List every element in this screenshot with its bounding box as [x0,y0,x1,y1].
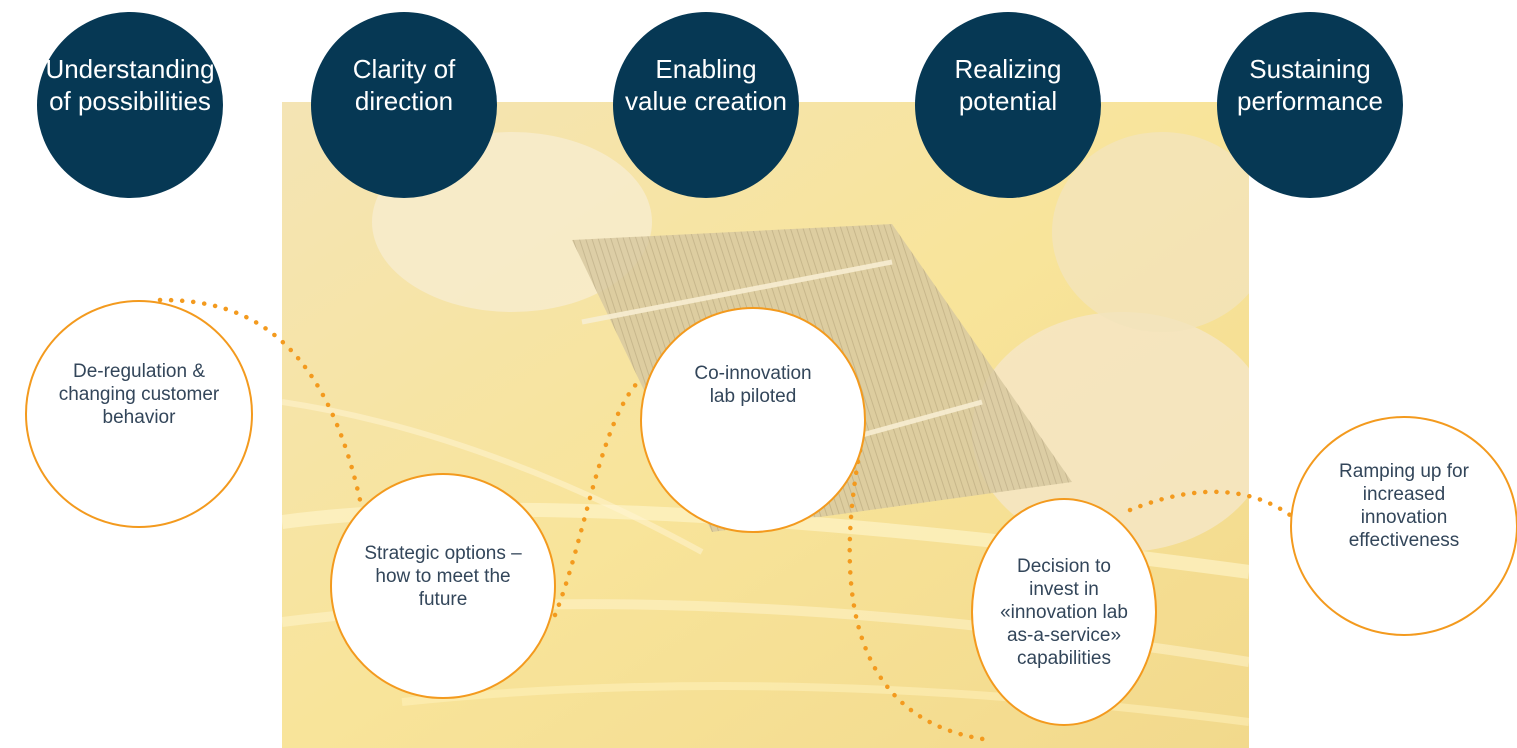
milestone-label: De-regulation & changing customer behavi… [58,360,220,428]
phase-label: Understanding of possibilities [45,54,215,116]
phase-circle-enabling: Enabling value creation [613,12,799,198]
milestone-co-innovation-lab: Co-innovation lab piloted [640,307,866,533]
phase-label: Enabling value creation [625,54,787,116]
phase-label: Realizing potential [954,54,1062,116]
milestone-deregulation: De-regulation & changing customer behavi… [25,300,253,528]
milestone-ramping-up: Ramping up for increased innovation effe… [1290,416,1517,636]
phase-circle-understanding: Understanding of possibilities [37,12,223,198]
milestone-label: Strategic options – how to meet the futu… [364,542,522,610]
phase-circle-clarity: Clarity of direction [311,12,497,198]
milestone-decision-to-invest: Decision to invest in «innovation lab as… [971,498,1157,726]
phase-circle-realizing: Realizing potential [915,12,1101,198]
milestone-label: Decision to invest in «innovation lab as… [1000,555,1128,669]
phase-circle-sustaining: Sustaining performance [1217,12,1403,198]
phase-label: Clarity of direction [352,54,456,116]
milestone-strategic-options: Strategic options – how to meet the futu… [330,473,556,699]
milestone-label: Ramping up for increased innovation effe… [1339,461,1469,551]
milestone-label: Co-innovation lab piloted [694,363,812,407]
phase-label: Sustaining performance [1237,54,1383,116]
